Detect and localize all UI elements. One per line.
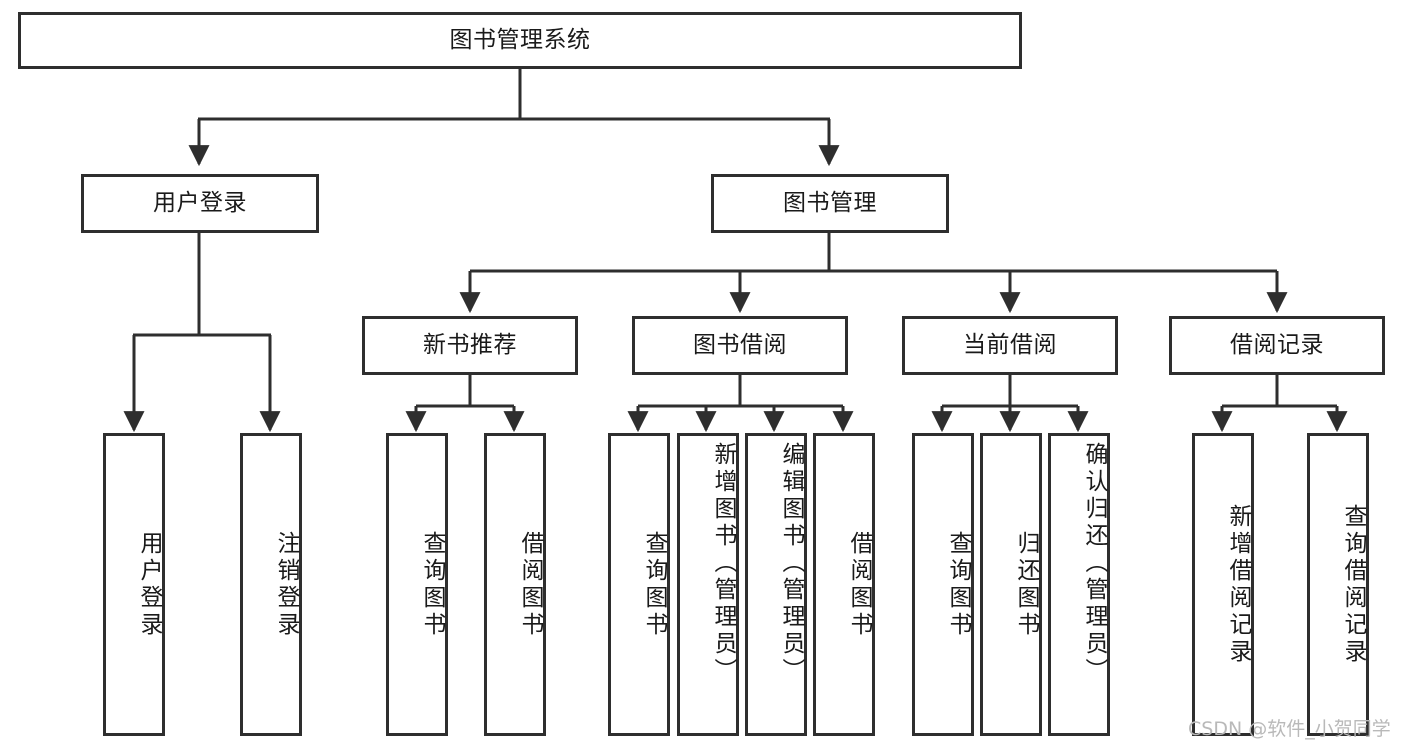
node-leaf-add-book-label: 新增图书（管理员） — [710, 442, 736, 685]
node-leaf-return-book-label: 归还图书 — [1013, 530, 1039, 639]
node-borrow-record[interactable]: 借阅记录 — [1169, 316, 1385, 375]
node-leaf-borrow-book-1[interactable]: 借阅图书 — [484, 433, 546, 736]
node-leaf-query-record[interactable]: 查询借阅记录 — [1307, 433, 1369, 736]
node-new-book-rec-label: 新书推荐 — [423, 331, 517, 358]
node-leaf-query-book-1-label: 查询图书 — [419, 530, 445, 639]
node-leaf-edit-book-label: 编辑图书（管理员） — [778, 442, 804, 685]
node-leaf-user-login[interactable]: 用户登录 — [103, 433, 165, 736]
node-leaf-query-book-2-label: 查询图书 — [641, 530, 667, 639]
node-new-book-rec[interactable]: 新书推荐 — [362, 316, 578, 375]
leaf-text-wrap: 注销登录 — [243, 436, 299, 733]
node-leaf-user-logout-label: 注销登录 — [273, 530, 299, 639]
node-leaf-query-book-3[interactable]: 查询图书 — [912, 433, 974, 736]
node-leaf-user-logout[interactable]: 注销登录 — [240, 433, 302, 736]
node-root-label: 图书管理系统 — [449, 26, 591, 53]
leaf-text-wrap: 借阅图书 — [487, 436, 543, 733]
node-leaf-borrow-book-2-label: 借阅图书 — [846, 530, 872, 639]
leaf-text-wrap: 查询图书 — [611, 436, 667, 733]
node-leaf-add-record[interactable]: 新增借阅记录 — [1192, 433, 1254, 736]
leaf-text-wrap: 归还图书 — [983, 436, 1039, 733]
csdn-watermark: CSDN @软件_小贺同学 — [1188, 718, 1391, 740]
leaf-text-wrap: 查询借阅记录 — [1310, 436, 1366, 733]
node-book-manage-label: 图书管理 — [783, 189, 877, 216]
leaf-text-wrap: 借阅图书 — [816, 436, 872, 733]
node-leaf-confirm-return-label: 确认归还（管理员） — [1081, 442, 1107, 685]
node-leaf-add-record-label: 新增借阅记录 — [1225, 503, 1251, 666]
node-leaf-query-book-1[interactable]: 查询图书 — [386, 433, 448, 736]
node-leaf-query-book-2[interactable]: 查询图书 — [608, 433, 670, 736]
node-leaf-user-login-label: 用户登录 — [136, 530, 162, 639]
node-root[interactable]: 图书管理系统 — [18, 12, 1022, 69]
node-book-borrow[interactable]: 图书借阅 — [632, 316, 848, 375]
leaf-text-wrap: 编辑图书（管理员） — [748, 436, 804, 739]
node-leaf-add-book[interactable]: 新增图书（管理员） — [677, 433, 739, 736]
node-current-borrow[interactable]: 当前借阅 — [902, 316, 1118, 375]
node-leaf-query-book-3-label: 查询图书 — [945, 530, 971, 639]
node-borrow-record-label: 借阅记录 — [1230, 331, 1324, 358]
node-user-login-label: 用户登录 — [153, 189, 247, 216]
node-leaf-borrow-book-2[interactable]: 借阅图书 — [813, 433, 875, 736]
node-leaf-confirm-return[interactable]: 确认归还（管理员） — [1048, 433, 1110, 736]
node-leaf-edit-book[interactable]: 编辑图书（管理员） — [745, 433, 807, 736]
leaf-text-wrap: 查询图书 — [915, 436, 971, 733]
node-current-borrow-label: 当前借阅 — [963, 331, 1057, 358]
leaf-text-wrap: 新增借阅记录 — [1195, 436, 1251, 733]
node-user-login[interactable]: 用户登录 — [81, 174, 319, 233]
node-book-borrow-label: 图书借阅 — [693, 331, 787, 358]
node-book-manage[interactable]: 图书管理 — [711, 174, 949, 233]
node-leaf-borrow-book-1-label: 借阅图书 — [517, 530, 543, 639]
leaf-text-wrap: 用户登录 — [106, 436, 162, 733]
leaf-text-wrap: 确认归还（管理员） — [1051, 436, 1107, 739]
leaf-text-wrap: 新增图书（管理员） — [680, 436, 736, 739]
leaf-text-wrap: 查询图书 — [389, 436, 445, 733]
node-leaf-query-record-label: 查询借阅记录 — [1340, 503, 1366, 666]
node-leaf-return-book[interactable]: 归还图书 — [980, 433, 1042, 736]
